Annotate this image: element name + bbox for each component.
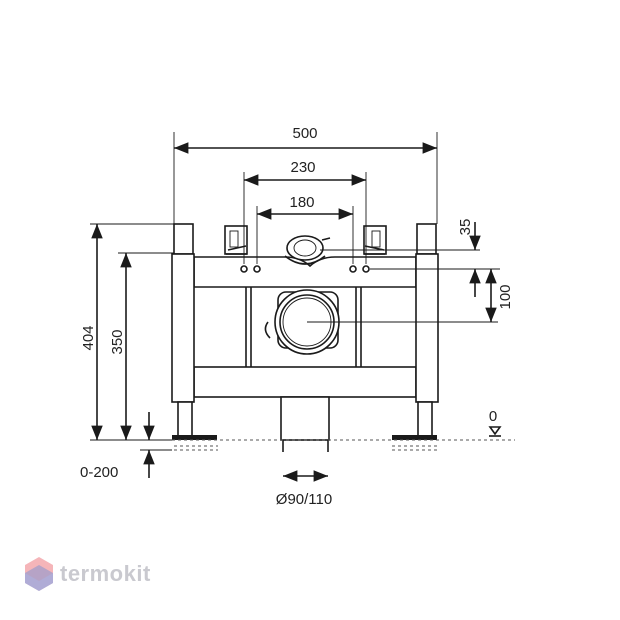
dim-inner-span: 180 (256, 194, 354, 264)
dim-label-350: 350 (109, 329, 126, 354)
dim-label-500: 500 (292, 125, 317, 142)
brand-name: termokit (60, 561, 151, 586)
frame-structure (171, 223, 439, 452)
dim-label-180: 180 (289, 194, 314, 211)
left-foot (172, 435, 217, 440)
dim-label-floor-zero: 0 (489, 408, 497, 425)
dim-leg-adjust: 0-200 (80, 412, 172, 481)
dim-label-35: 35 (457, 219, 474, 236)
dim-label-0-200: 0-200 (80, 464, 118, 481)
dim-label-100: 100 (497, 284, 514, 309)
vertical-drain-pipe (280, 396, 330, 452)
brand-logo: termokit (24, 556, 151, 592)
termokit-logo-icon (25, 557, 53, 591)
left-bracket (224, 225, 248, 255)
dim-label-404: 404 (80, 325, 97, 350)
left-upright-cap (173, 223, 194, 255)
dim-offset-mid: 100 (307, 269, 514, 323)
left-upright (171, 253, 195, 403)
right-leg (417, 401, 433, 439)
dim-height-total: 404 (80, 223, 174, 440)
right-upright (415, 253, 439, 403)
right-bracket (363, 225, 387, 255)
top-rail (193, 256, 417, 288)
left-leg (177, 401, 193, 439)
water-inlet-fitting (284, 235, 331, 265)
dim-bracket-span: 230 (243, 159, 367, 264)
dim-label-diameter: Ø90/110 (276, 491, 332, 508)
right-foot (392, 435, 437, 440)
right-upright-cap (416, 223, 437, 255)
dim-offset-top: 35 (320, 219, 500, 297)
dim-label-230: 230 (290, 159, 315, 176)
level-marker-icon (488, 426, 502, 436)
dim-pipe-diameter: Ø90/110 (276, 470, 332, 508)
dim-height-frame: 350 (90, 252, 174, 441)
dim-overall-width: 500 (173, 125, 438, 224)
bottom-rail (193, 366, 417, 398)
